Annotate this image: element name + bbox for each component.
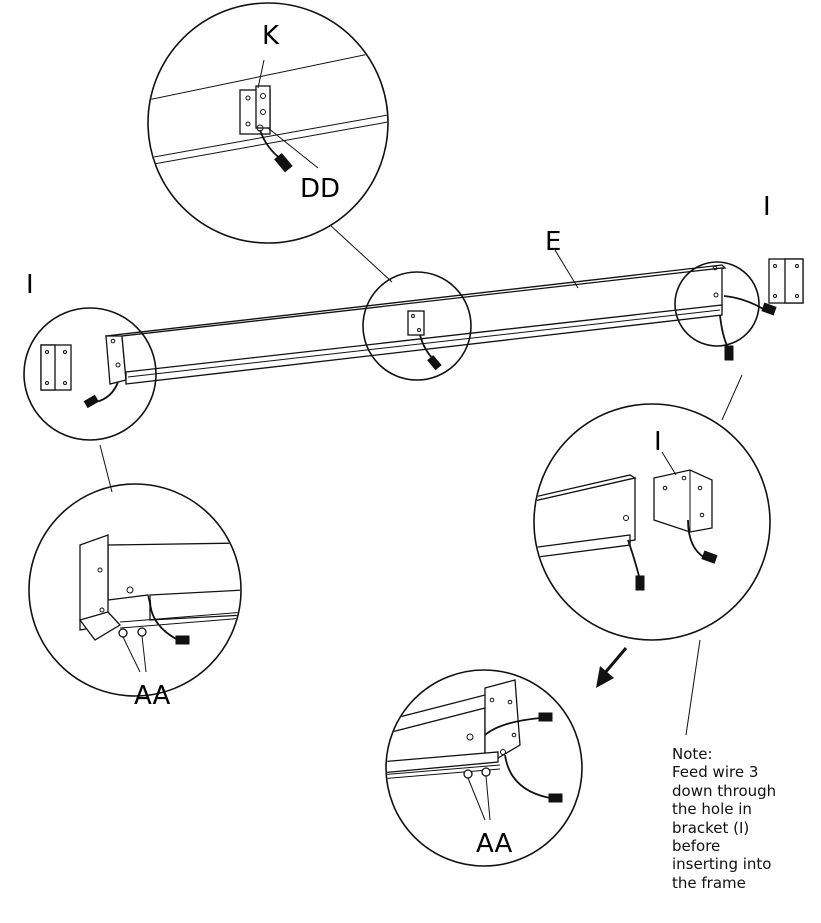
note-line: Note:: [672, 745, 713, 763]
label-i-detail: I: [654, 427, 662, 457]
label-i-left: I: [26, 270, 34, 300]
detail-circle-top: K DD: [147, 2, 389, 244]
label-dd: DD: [300, 174, 340, 204]
bracket-i-left: [40, 344, 72, 391]
label-i-right: I: [763, 192, 771, 222]
detail-circle-bottom: AA: [385, 669, 583, 867]
detail-circle-middle: [362, 271, 472, 381]
note-line: inserting into: [672, 855, 772, 874]
label-k: K: [262, 21, 280, 51]
note-line: down through: [672, 781, 777, 800]
label-aa-bottom: AA: [476, 829, 513, 859]
note-line: bracket (I): [672, 818, 750, 837]
note-line: the frame: [672, 873, 746, 892]
detail-circle-right-large: I: [533, 403, 771, 641]
leader-lines: [99, 224, 743, 736]
note-line: before: [672, 837, 721, 856]
detail-circle-left: I: [23, 270, 157, 441]
bracket-i-detail: [653, 469, 713, 533]
assembly-note: Note: Feed wire 3 down through the hole …: [672, 745, 821, 892]
arrow-down-left-icon: [596, 647, 628, 688]
detail-circle-left-large: AA: [28, 483, 242, 711]
note-line: the hole in: [672, 800, 752, 819]
bracket-i-right: [768, 258, 804, 304]
label-e: E: [545, 227, 561, 257]
note-line: Feed wire 3: [672, 763, 759, 782]
detail-circle-right: I: [674, 192, 804, 361]
label-aa-left: AA: [134, 681, 171, 711]
